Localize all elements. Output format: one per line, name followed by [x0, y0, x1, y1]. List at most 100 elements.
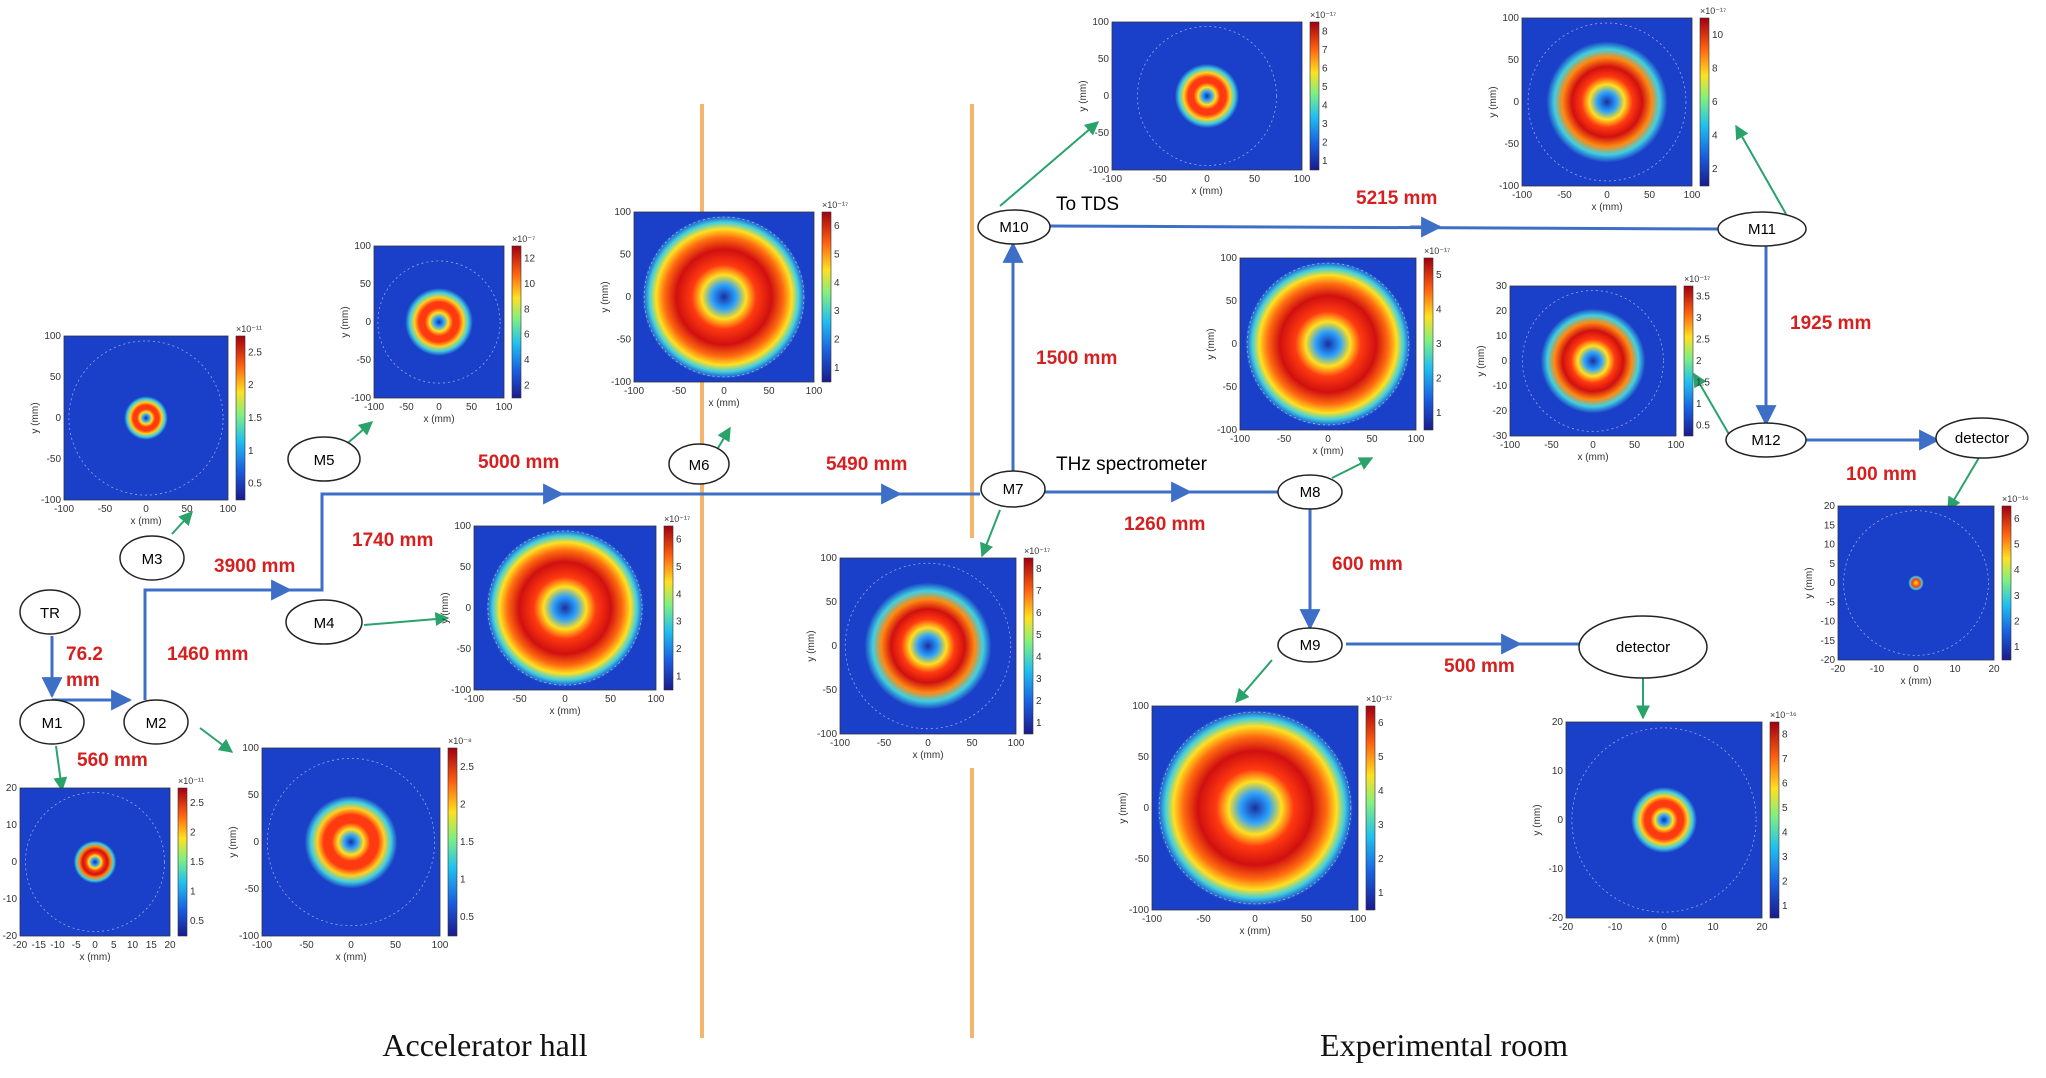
y-tick-label: 50 — [460, 562, 472, 573]
colorbar-tick-label: 6 — [1036, 608, 1042, 619]
colorbar-tick-label: 2 — [1712, 164, 1718, 175]
y-tick-label: 5 — [1829, 559, 1835, 570]
plot-frame — [63, 335, 229, 501]
colorbar-exponent: ×10⁻¹⁷ — [1024, 546, 1050, 556]
plot-frame — [1837, 505, 1995, 661]
aperture-outline — [643, 216, 805, 378]
x-tick-label: 0 — [143, 504, 149, 515]
colorbar-tick-label: 5 — [1378, 752, 1384, 763]
node-m8: M8 — [1277, 474, 1343, 510]
x-tick-label: 50 — [1249, 174, 1261, 185]
x-tick-label: -15 — [32, 940, 47, 951]
colorbar — [1309, 21, 1320, 171]
node-detector-bottom: detector — [1578, 615, 1708, 679]
pointer-m2 — [199, 727, 234, 753]
node-m10: M10 — [977, 209, 1051, 245]
colorbar-tick-label: 1 — [676, 671, 682, 682]
plot-frame — [261, 747, 441, 937]
x-tick-label: -100 — [1142, 914, 1162, 925]
plot-frame — [1239, 257, 1417, 431]
x-axis-label: x (mm) — [912, 750, 943, 761]
colorbar-tick-label: 12 — [524, 254, 536, 265]
y-tick-label: 100 — [1132, 701, 1149, 712]
y-tick-label: 0 — [253, 837, 259, 848]
x-tick-label: 0 — [348, 940, 354, 951]
x-tick-label: 50 — [466, 402, 478, 413]
y-tick-label: 0 — [55, 413, 61, 424]
y-tick-label: -100 — [1129, 905, 1149, 916]
y-tick-label: -50 — [823, 685, 838, 696]
y-axis-label: y (mm) — [1804, 567, 1815, 598]
colorbar — [1423, 257, 1434, 431]
x-tick-label: -100 — [1500, 440, 1520, 451]
y-tick-label: 100 — [354, 241, 371, 252]
x-axis-label: x (mm) — [1312, 446, 1343, 457]
colorbar-tick-label: 3 — [1436, 339, 1442, 350]
colorbar-tick-label: 2 — [834, 335, 840, 346]
x-tick-label: 20 — [164, 940, 176, 951]
colorbar-tick-label: 3 — [2014, 591, 2020, 602]
plot-frame — [633, 211, 815, 383]
colorbar — [2001, 505, 2012, 661]
y-tick-label: 50 — [1138, 752, 1150, 763]
y-tick-label: 50 — [620, 250, 632, 261]
aperture-outline — [68, 340, 224, 496]
y-axis-label: y (mm) — [806, 630, 817, 661]
colorbar-tick-label: 2 — [460, 799, 466, 810]
aperture-outline — [1522, 290, 1664, 432]
x-axis-label: x (mm) — [549, 706, 580, 717]
intensity-ring — [1153, 706, 1357, 910]
plot-frame — [1111, 21, 1303, 171]
colorbar-tick-label: 0.5 — [1696, 420, 1710, 431]
y-tick-label: 20 — [1496, 306, 1508, 317]
colorbar-tick-label: 3 — [1696, 313, 1702, 324]
colorbar-tick-label: 4 — [1712, 131, 1718, 142]
colorbar-exponent: ×10⁻¹¹ — [178, 776, 204, 786]
y-tick-label: -10 — [1549, 864, 1564, 875]
colorbar-tick-label: 3 — [1378, 820, 1384, 831]
aperture-outline — [1246, 262, 1410, 426]
colorbar-tick-label: 6 — [834, 221, 840, 232]
colorbar-tick-label: 1 — [1378, 888, 1384, 899]
x-tick-label: 0 — [1661, 922, 1667, 933]
x-tick-label: 100 — [1350, 914, 1367, 925]
x-axis-label: x (mm) — [130, 516, 161, 527]
colorbar-tick-label: 2 — [1436, 373, 1442, 384]
y-tick-label: -50 — [1135, 854, 1150, 865]
colorbar-tick-label: 4 — [1378, 786, 1384, 797]
x-tick-label: 0 — [1204, 174, 1210, 185]
y-tick-label: 100 — [820, 553, 837, 564]
node-m4-label: M4 — [314, 615, 335, 632]
y-tick-label: 0 — [1231, 339, 1237, 350]
room-label-experimental-room: Experimental room — [1320, 1027, 1568, 1063]
y-tick-label: -20 — [3, 931, 18, 942]
x-tick-label: 50 — [1301, 914, 1313, 925]
node-m8-label: M8 — [1300, 484, 1321, 501]
dist-m5-m6: 5000 mm — [478, 452, 559, 473]
y-tick-label: 50 — [248, 790, 260, 801]
y-axis-label: y (mm) — [30, 402, 41, 433]
node-m3-label: M3 — [142, 551, 163, 568]
x-tick-label: -100 — [1102, 174, 1122, 185]
y-tick-label: -50 — [617, 335, 632, 346]
colorbar-tick-label: 7 — [1036, 586, 1042, 597]
x-tick-label: -50 — [1152, 174, 1167, 185]
x-tick-label: -20 — [1559, 922, 1574, 933]
x-axis-label: x (mm) — [708, 398, 739, 409]
intensity-ring — [1151, 40, 1263, 152]
colorbar-tick-label: 1 — [460, 875, 466, 886]
pointer-arrows — [53, 121, 1981, 792]
pointer-m7 — [980, 509, 1001, 558]
x-tick-label: 100 — [220, 504, 237, 515]
dist-m8-m9: 600 mm — [1332, 554, 1403, 575]
colorbar-exponent: ×10⁻¹⁷ — [1700, 6, 1726, 16]
node-m11-label: M11 — [1748, 221, 1776, 238]
y-axis-label: y (mm) — [1078, 80, 1089, 111]
colorbar-tick-label: 8 — [1782, 729, 1788, 740]
y-tick-label: 30 — [1496, 281, 1508, 292]
x-tick-label: -100 — [1230, 434, 1250, 445]
